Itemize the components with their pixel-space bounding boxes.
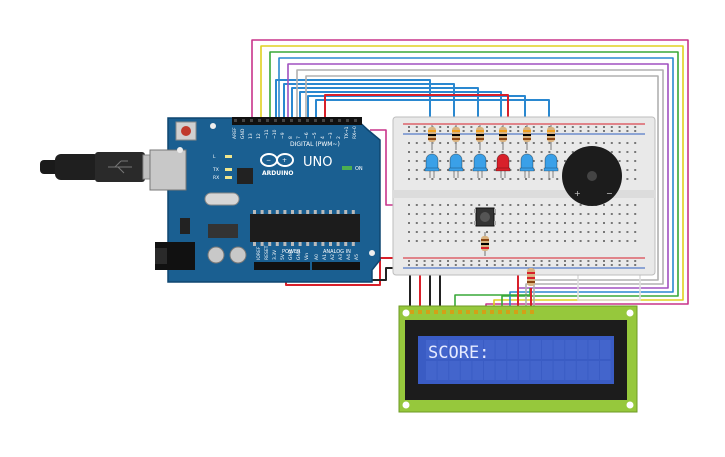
digital-pin-label: GND [240, 128, 246, 139]
wire [269, 51, 679, 312]
wire [275, 79, 431, 125]
analog-pin-label: A5 [354, 254, 360, 260]
analog-pin-label: A4 [346, 254, 352, 260]
l-label: L [213, 154, 216, 160]
digital-pin-label: AREF [232, 127, 238, 139]
wire [315, 99, 550, 125]
lcd-resistor [527, 268, 535, 286]
svg-text:+: + [574, 189, 581, 198]
power-pin-label: GND [296, 249, 302, 260]
wire [296, 69, 664, 312]
tx-label: TX [212, 167, 219, 173]
analog-pin-label: A0 [314, 254, 320, 260]
lcd-text: SCORE: [428, 343, 489, 363]
wire [305, 75, 659, 312]
analog-header [312, 262, 360, 270]
wire [299, 91, 502, 125]
analog-label: ANALOG IN [323, 249, 351, 255]
lcd-character-cells [426, 340, 611, 380]
wire [370, 129, 395, 206]
power-pin-label: 3.3V [272, 249, 278, 260]
power-pin-label: Vin [304, 253, 310, 260]
capacitor [229, 246, 247, 264]
power-pin-label: RESET [264, 245, 270, 260]
led-resistors [428, 125, 555, 150]
digital-pin-label: 8 [288, 136, 294, 139]
digital-header-label: DIGITAL (PWM~) [290, 141, 340, 148]
arduino-model-label: UNO [303, 155, 332, 170]
power-pin-label: GND [288, 249, 294, 260]
on-led [342, 166, 352, 170]
analog-pin-label: A1 [322, 254, 328, 260]
digital-pin-label: 7 [296, 136, 302, 139]
arduino-logo: − + [260, 153, 294, 167]
push-button[interactable] [474, 207, 496, 227]
digital-pin-label: ~11 [264, 129, 270, 139]
digital-pin-label: 4 [320, 136, 326, 139]
led[interactable] [424, 153, 440, 178]
wire [251, 39, 689, 312]
capacitor [207, 246, 225, 264]
rx-label: RX [213, 175, 219, 181]
led[interactable] [519, 153, 535, 178]
on-label: ON [355, 166, 363, 172]
led[interactable] [448, 153, 464, 178]
analog-pin-label: A3 [338, 254, 344, 260]
digital-pin-label: ~3 [328, 132, 334, 139]
piezo-buzzer[interactable]: + − [562, 146, 622, 206]
digital-pin-label: ~6 [304, 132, 310, 139]
usb-jack [149, 149, 187, 191]
lcd-pins [410, 310, 534, 314]
usb-icon [108, 160, 132, 174]
leds [424, 153, 559, 178]
arduino-brand-label: ARDUINO [262, 170, 293, 177]
atmega-chip [250, 214, 360, 242]
chip-pins [253, 210, 355, 246]
digital-pin-label: 2 [336, 136, 342, 139]
digital-pin-label: ~9 [280, 132, 286, 139]
led[interactable] [495, 153, 511, 178]
svg-text:+: + [282, 157, 287, 164]
digital-pin-label: ~10 [272, 129, 278, 139]
power-pin-label: IOREF [256, 246, 262, 260]
power-pin-label: 5V [280, 253, 286, 260]
led[interactable] [543, 153, 559, 178]
digital-pin-label: 12 [256, 133, 262, 139]
button-resistor [481, 232, 489, 256]
power-header [254, 262, 310, 270]
digital-pin-label: 13 [248, 133, 254, 139]
digital-pin-label: TX→1 [344, 126, 350, 140]
digital-pin-label: ~5 [312, 132, 318, 139]
wire [283, 83, 455, 125]
lcd-module: SCORE: [398, 305, 638, 413]
svg-text:−: − [266, 157, 271, 164]
wire [260, 45, 684, 312]
svg-text:−: − [606, 189, 613, 198]
analog-pin-label: A2 [330, 254, 336, 260]
led[interactable] [472, 153, 488, 178]
digital-pin-label: RX←0 [352, 126, 358, 139]
wire [291, 87, 479, 125]
digital-header [232, 117, 362, 125]
power-label: POWER [282, 249, 301, 255]
